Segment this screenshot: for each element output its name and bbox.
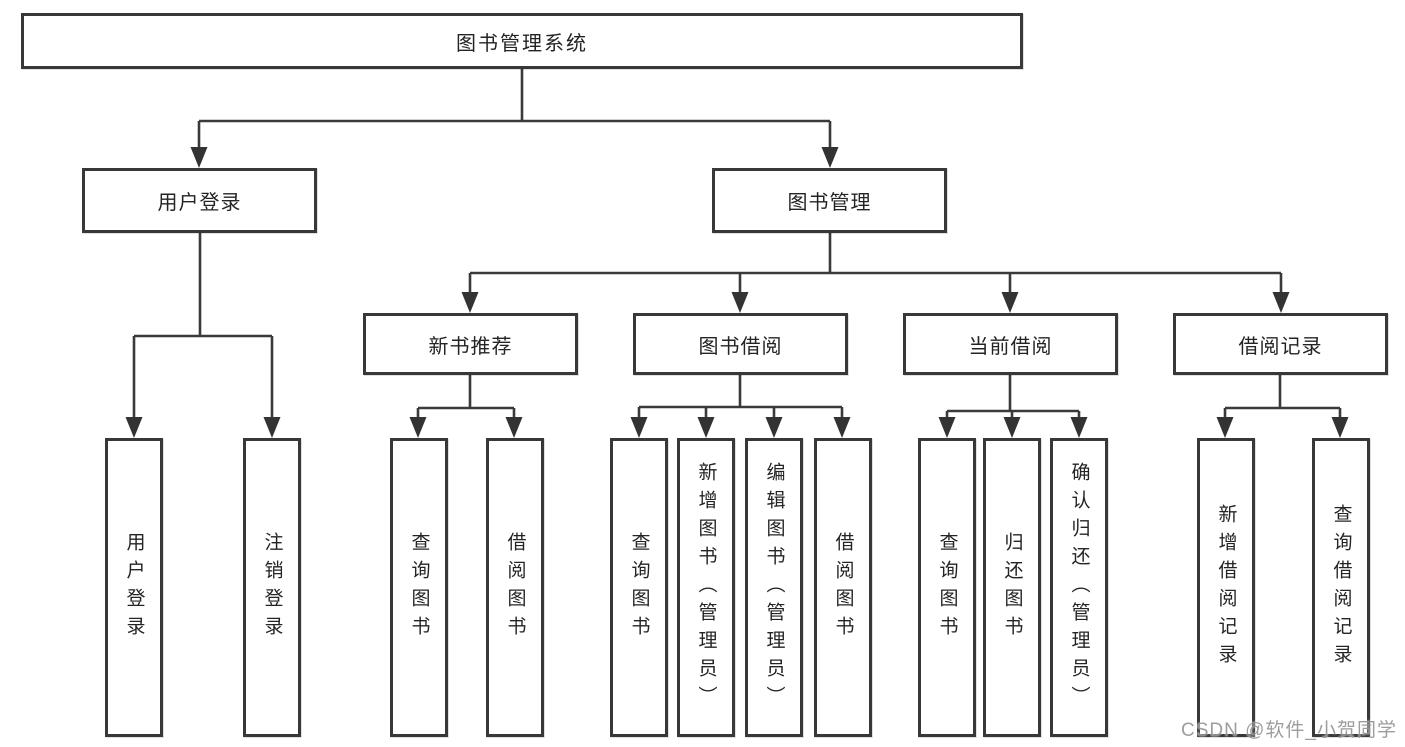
leaf-query-books-recommend: 查询图书 <box>390 438 448 737</box>
node-library-management-system: 图书管理系统 <box>21 13 1023 69</box>
leaf-label: 查询借阅记录 <box>1330 503 1352 672</box>
arrowheads <box>125 147 1349 438</box>
leaf-query-borrow-record: 查询借阅记录 <box>1312 438 1370 737</box>
leaf-label: 归还图书 <box>1001 531 1023 644</box>
node-book-management: 图书管理 <box>712 168 947 233</box>
leaf-confirm-return-admin: 确认归还（管理员） <box>1050 438 1108 737</box>
leaf-user-login: 用户登录 <box>105 438 163 737</box>
node-label: 新书推荐 <box>428 335 513 358</box>
leaf-borrow-books-recommend: 借阅图书 <box>486 438 544 737</box>
connector-paths <box>132 69 1342 424</box>
node-label: 借阅记录 <box>1238 335 1323 358</box>
node-new-book-recommend: 新书推荐 <box>363 313 578 375</box>
leaf-add-borrow-record: 新增借阅记录 <box>1197 438 1255 737</box>
leaf-label: 新增图书（管理员） <box>695 461 717 714</box>
node-label: 用户登录 <box>157 192 242 214</box>
leaf-label: 注销登录 <box>261 531 283 644</box>
node-label: 当前借阅 <box>968 335 1053 358</box>
leaf-label: 查询图书 <box>628 531 650 644</box>
leaf-label: 查询图书 <box>408 531 430 644</box>
leaf-label: 查询图书 <box>936 531 958 644</box>
leaf-label: 用户登录 <box>123 531 145 644</box>
leaf-label: 借阅图书 <box>832 531 854 644</box>
leaf-label: 借阅图书 <box>504 531 526 644</box>
node-label: 图书借阅 <box>698 335 783 358</box>
node-label: 图书管理系统 <box>456 32 588 55</box>
node-user-login: 用户登录 <box>82 168 317 233</box>
leaf-label: 确认归还（管理员） <box>1068 461 1090 714</box>
node-book-borrow: 图书借阅 <box>633 313 848 375</box>
node-borrow-records: 借阅记录 <box>1173 313 1388 375</box>
leaf-logout: 注销登录 <box>243 438 301 737</box>
leaf-query-books-borrow: 查询图书 <box>610 438 668 737</box>
leaf-label: 编辑图书（管理员） <box>763 461 785 714</box>
node-label: 图书管理 <box>787 192 872 214</box>
leaf-label: 新增借阅记录 <box>1215 503 1237 672</box>
leaf-return-books: 归还图书 <box>983 438 1041 737</box>
leaf-borrow-books: 借阅图书 <box>814 438 872 737</box>
leaf-query-books-current: 查询图书 <box>918 438 976 737</box>
leaf-add-book-admin: 新增图书（管理员） <box>677 438 735 737</box>
leaf-edit-book-admin: 编辑图书（管理员） <box>745 438 803 737</box>
node-current-borrow: 当前借阅 <box>903 313 1118 375</box>
